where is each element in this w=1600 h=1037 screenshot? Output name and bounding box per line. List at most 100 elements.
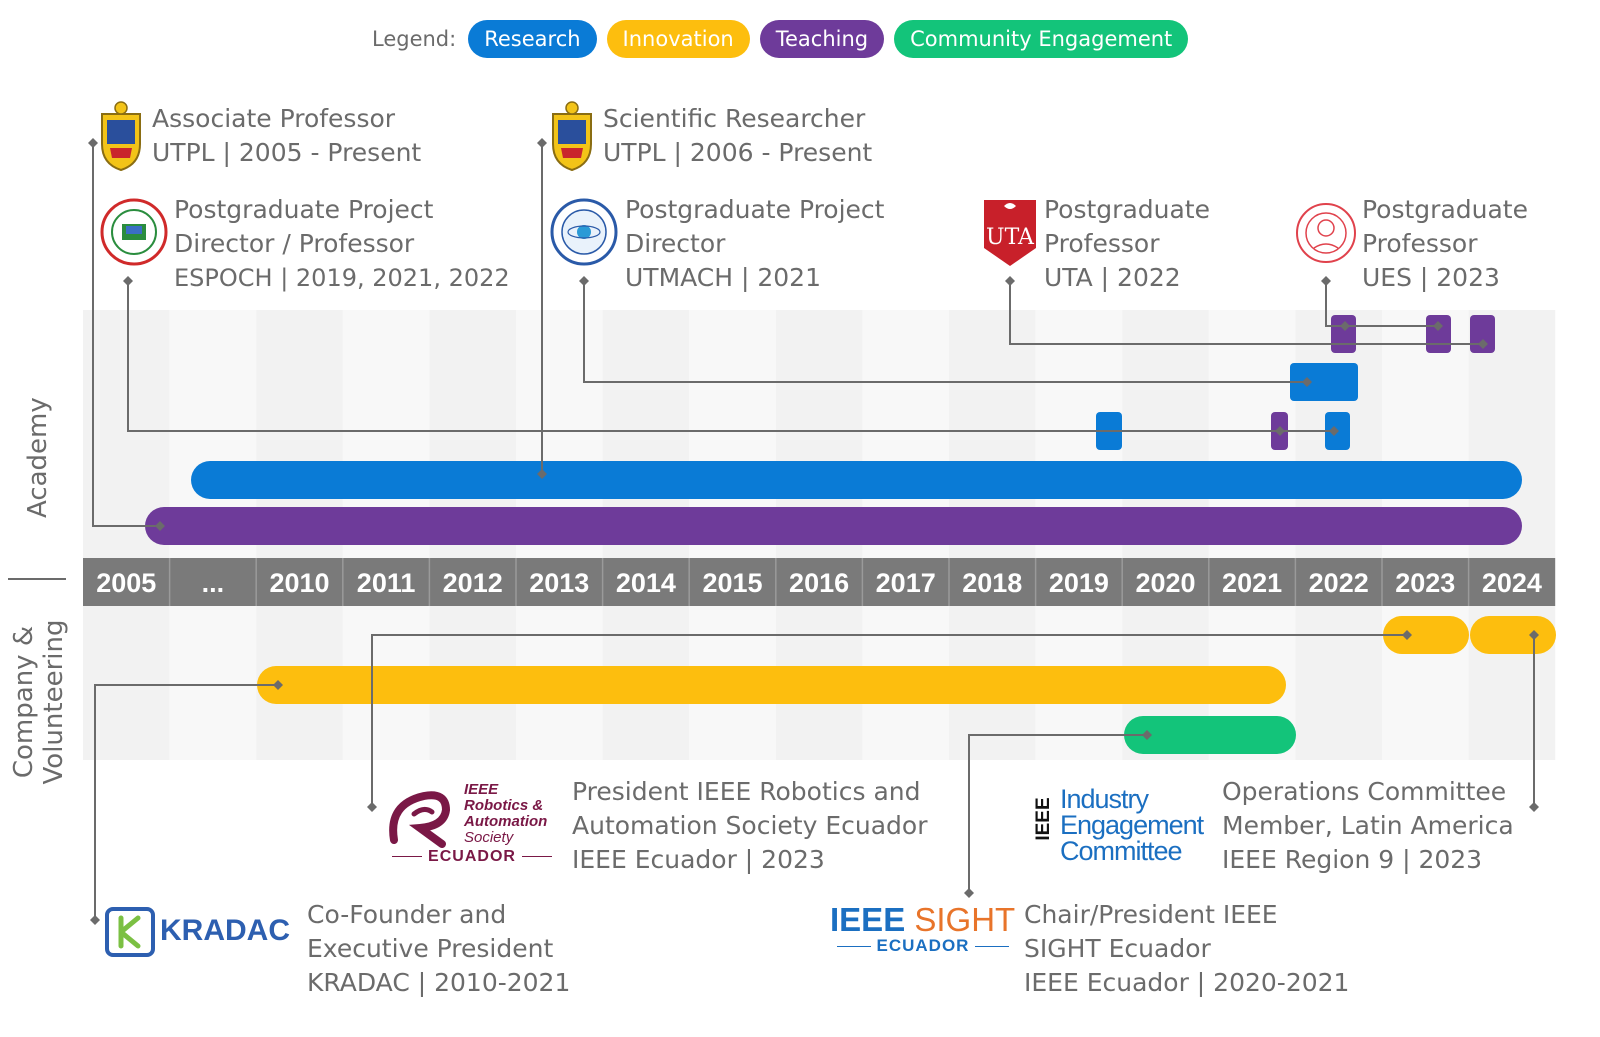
year-label: 2024 [1482, 568, 1542, 598]
year-label: 2016 [789, 568, 849, 598]
iec-bar [1470, 616, 1556, 654]
legend: Legend: Research Innovation Teaching Com… [372, 20, 1189, 58]
ras-bar [1383, 616, 1469, 654]
connector-dot [1478, 339, 1488, 349]
connector-dot [537, 138, 547, 148]
kradac-logo: KRADAC [104, 904, 304, 960]
espoch-seal-icon [100, 198, 168, 266]
ras-swirl-icon [389, 791, 451, 848]
uta-logo-text: UTA [986, 225, 1035, 250]
year-label: 2015 [702, 568, 762, 598]
entry-ieee-sight: Chair/President IEEE SIGHT Ecuador IEEE … [1024, 898, 1349, 1000]
connector-dot [1433, 321, 1443, 331]
entry-kradac: Co-Founder and Executive President KRADA… [307, 898, 570, 1000]
year-label: 2010 [269, 568, 329, 598]
connector-ieee-ras [371, 634, 1407, 807]
connector-dot [367, 802, 377, 812]
entry-title: Postgraduate [1362, 195, 1528, 224]
legend-label: Legend: [372, 27, 457, 51]
ues-2022-bar [1331, 315, 1356, 353]
year-label: 2018 [962, 568, 1022, 598]
year-label: 2012 [443, 568, 503, 598]
connector-ieee-sight [968, 734, 1147, 893]
entry-org: IEEE Ecuador | 2020-2021 [1024, 968, 1350, 997]
entry-title: Professor [1044, 229, 1160, 258]
utpl-teaching-bar [145, 507, 1522, 545]
entry-org: UTPL | 2006 - Present [603, 138, 873, 167]
section-label-company-line1: Company & [9, 625, 39, 779]
entry-title: Chair/President IEEE [1024, 900, 1278, 929]
entry-org: UTA | 2022 [1044, 263, 1181, 292]
year-axis-background [83, 558, 1556, 606]
iec-logo-ieee: IEEE [1033, 797, 1054, 841]
kradac-logo-text: KRADAC [160, 914, 290, 947]
connector-dot [1329, 426, 1339, 436]
year-label: 2020 [1135, 568, 1195, 598]
entry-title: Professor [1362, 229, 1478, 258]
utmach-bar [1290, 363, 1358, 401]
year-band-company [169, 606, 257, 760]
ras-logo-line1: Robotics & [464, 797, 544, 814]
utmach-seal-icon [550, 198, 618, 266]
legend-research: Research [468, 20, 597, 58]
sight-bar [1124, 716, 1296, 754]
ras-logo-country: ECUADOR [428, 848, 516, 865]
connector-ues [1325, 281, 1438, 327]
iec-logo-line2: Engagement [1060, 810, 1204, 840]
utpl-crest-icon [552, 101, 592, 172]
entry-title: Postgraduate Project [174, 195, 434, 224]
connector-dot [1142, 730, 1152, 740]
entry-title: Director [625, 229, 726, 258]
utpl-crest-icon [101, 101, 141, 172]
ues-2023-bar [1426, 315, 1451, 353]
year-label: 2011 [357, 568, 416, 598]
legend-teaching: Teaching [759, 20, 885, 58]
sight-logo-country: ECUADOR [876, 936, 970, 955]
ras-logo-line2: Automation [464, 813, 548, 830]
connector-espoch [127, 281, 1334, 432]
connector-dot [123, 276, 133, 286]
year-label: 2005 [96, 568, 156, 598]
entry-title: Executive President [307, 934, 554, 963]
section-label-company-line2: Volunteering [39, 619, 69, 785]
year-band-company [83, 606, 170, 760]
connector-dot [273, 680, 283, 690]
year-label: 2019 [1049, 568, 1109, 598]
ieee-sight-logo: IEEE SIGHT ECUADOR [830, 902, 1020, 958]
iec-logo-line1: Industry [1060, 784, 1149, 814]
connector-dot [1302, 377, 1312, 387]
year-label: 2013 [529, 568, 589, 598]
entry-title: Member, Latin America [1222, 811, 1514, 840]
connector-kradac [94, 684, 278, 920]
entry-title: Postgraduate [1044, 195, 1210, 224]
entry-org: IEEE Region 9 | 2023 [1222, 845, 1483, 874]
connector-dot [155, 521, 165, 531]
connector-dot [1529, 630, 1539, 640]
entry-org: ESPOCH | 2019, 2021, 2022 [174, 264, 510, 292]
connector-dot [1529, 802, 1539, 812]
year-label: 2023 [1395, 568, 1455, 598]
section-label-company: Company & Volunteering [9, 607, 69, 797]
connector-lines [88, 138, 1539, 925]
entry-utpl-scientific-researcher: Scientific Researcher UTPL | 2006 - Pres… [603, 102, 872, 170]
entry-ieee-ras: President IEEE Robotics and Automation S… [572, 775, 927, 877]
connector-dot [579, 276, 589, 286]
connector-dot [1321, 276, 1331, 286]
iec-logo-line3: Committee [1060, 836, 1183, 866]
year-label: 2021 [1222, 568, 1282, 598]
entry-org: UES | 2023 [1362, 263, 1500, 292]
uta-shield-icon: UTA [984, 200, 1036, 266]
connector-dot [90, 915, 100, 925]
kradac-k-icon [105, 907, 155, 957]
entry-utmach: Postgraduate Project Director UTMACH | 2… [625, 193, 884, 295]
entry-espoch: Postgraduate Project Director / Professo… [174, 193, 510, 295]
ues-seal-icon [1296, 203, 1356, 263]
year-label: 2014 [616, 568, 676, 598]
connector-utmach [583, 281, 1307, 383]
kradac-bar [257, 666, 1286, 704]
sight-logo-ieee: IEEE [830, 901, 906, 938]
entry-ues: Postgraduate Professor UES | 2023 [1362, 193, 1528, 295]
entry-utpl-associate-professor: Associate Professor UTPL | 2005 - Presen… [152, 102, 421, 170]
